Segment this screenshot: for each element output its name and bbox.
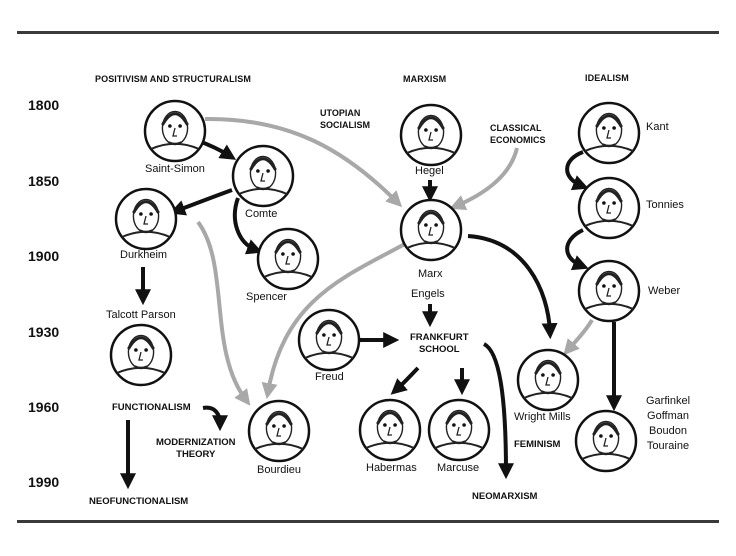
portrait-habermas <box>358 398 422 462</box>
label-neomarxism: NEOMARXISM <box>472 491 538 502</box>
portrait-comte <box>231 144 295 208</box>
top-rule <box>17 31 719 34</box>
year-1800: 1800 <box>28 97 60 113</box>
label-frankfurt-school: FRANKFURT SCHOOL <box>410 332 469 355</box>
portrait-marcuse <box>427 398 491 462</box>
label-weber: Weber <box>648 285 681 297</box>
arrow-comte-to-durkheim <box>169 188 233 216</box>
header-utopian-socialism: UTOPIAN SOCIALISM <box>320 108 371 130</box>
header-positivism: POSITIVISM AND STRUCTURALISM <box>95 74 251 84</box>
portrait-garfinkel-group <box>574 409 638 473</box>
label-kant: Kant <box>646 121 669 133</box>
portrait-weber <box>577 259 641 323</box>
portrait-marx <box>399 198 463 262</box>
portrait-tonnies <box>577 176 641 240</box>
label-functionalism: FUNCTIONALISM <box>112 402 191 413</box>
label-wright-mills: Wright Mills <box>514 411 571 423</box>
arrow-marx-to-wright-mills <box>467 234 558 340</box>
portrait-freud <box>297 308 361 372</box>
arrow-comte-to-spencer <box>232 197 263 255</box>
year-1990: 1990 <box>28 474 60 490</box>
label-saint-simon: Saint-Simon <box>145 163 205 175</box>
arrow-kant-to-tonnies <box>565 150 589 191</box>
arrow-marx-to-bourdieu <box>261 238 413 400</box>
portrait-bourdieu <box>247 399 311 463</box>
label-comte: Comte <box>245 208 278 220</box>
portrait-talcott-parson <box>109 323 173 387</box>
label-hegel: Hegel <box>415 165 444 177</box>
bottom-rule <box>17 520 719 523</box>
label-bourdieu: Bourdieu <box>257 464 302 476</box>
label-talcott-parson: Talcott Parson <box>106 309 176 321</box>
header-classical-economics: CLASSICAL ECONOMICS <box>490 123 546 145</box>
portrait-wright-mills <box>516 348 580 412</box>
label-freud: Freud <box>315 371 344 383</box>
year-1960: 1960 <box>28 399 60 415</box>
arrow-frankfurt-to-neomarxism <box>482 342 514 480</box>
label-durkheim: Durkheim <box>120 249 168 261</box>
portrait-saint-simon <box>143 99 207 163</box>
label-garfinkel-group: Garfinkel Goffman Boudon Touraine <box>646 395 691 452</box>
header-marxism: MARXISM <box>403 74 447 84</box>
arrow-frankfurt-to-habermas <box>390 366 420 395</box>
year-1900: 1900 <box>28 248 60 264</box>
arrow-comte-to-bourdieu <box>196 220 251 406</box>
label-tonnies: Tonnies <box>646 199 684 211</box>
arrow-saint-simon-to-marx <box>204 116 403 208</box>
arrow-weber-to-wright-mills <box>563 318 594 356</box>
portrait-spencer <box>256 227 320 291</box>
label-marcuse: Marcuse <box>437 462 480 474</box>
header-idealism: IDEALISM <box>585 73 629 83</box>
portrait-hegel <box>399 103 463 167</box>
arrow-tonnies-to-weber <box>565 228 589 271</box>
year-1930: 1930 <box>28 324 60 340</box>
label-engels: Engels <box>411 288 445 300</box>
arrow-classical-economics-to-marx <box>449 147 519 210</box>
portrait-durkheim <box>114 187 178 251</box>
label-neofunctionalism: NEOFUNCTIONALISM <box>89 496 189 507</box>
label-marx: Marx <box>418 268 443 280</box>
label-habermas: Habermas <box>366 462 417 474</box>
arrow-functionalism-to-modernization <box>202 405 228 432</box>
year-1850: 1850 <box>28 173 60 189</box>
portrait-kant <box>577 101 641 165</box>
label-spencer: Spencer <box>246 291 287 303</box>
label-modernization-theory: MODERNIZATION THEORY <box>156 437 236 460</box>
label-feminism: FEMINISM <box>514 439 561 450</box>
